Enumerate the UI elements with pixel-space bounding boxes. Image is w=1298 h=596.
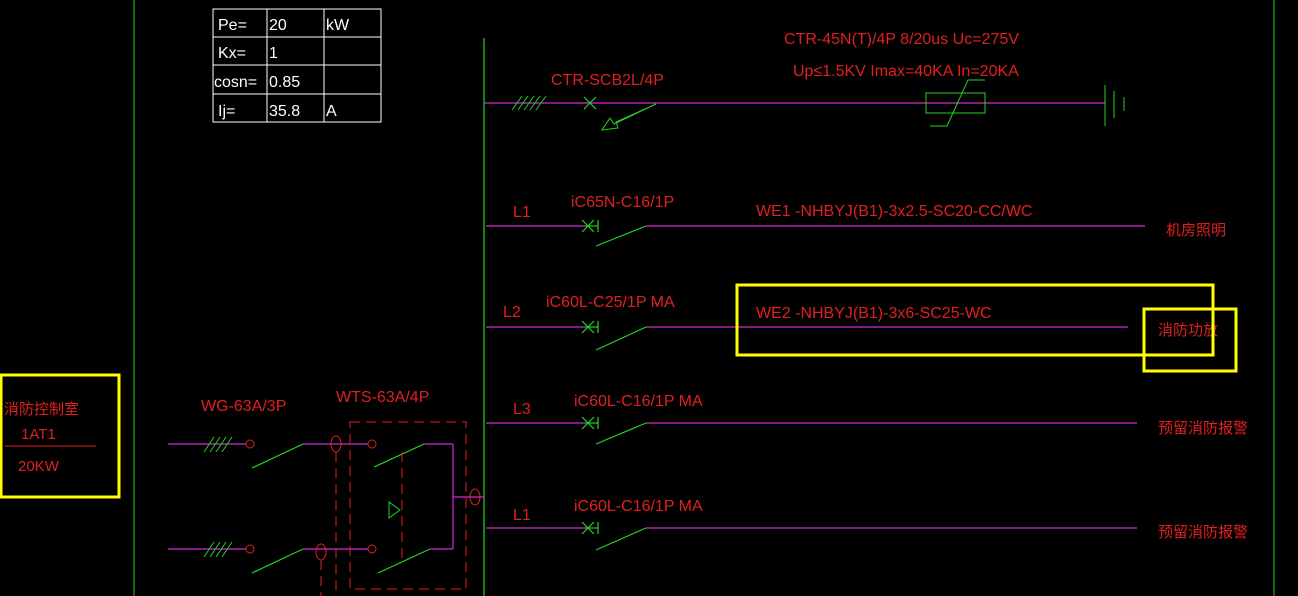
circuit-1-breaker: iC65N-C16/1P bbox=[571, 194, 674, 211]
circuit-3-breaker: iC60L-C16/1P MA bbox=[574, 393, 703, 410]
table-value-pe: 20 bbox=[269, 17, 287, 34]
spd-model-line1: CTR-45N(T)/4P 8/20us Uc=275V bbox=[784, 31, 1019, 48]
spd-branch: CTR-45N(T)/4P 8/20us Uc=275V Up≤1.5KV Im… bbox=[484, 31, 1125, 131]
circuit-4-phase: L1 bbox=[513, 507, 531, 524]
table-unit-ij: A bbox=[326, 103, 337, 120]
table-label-kx: Kx= bbox=[218, 45, 246, 62]
table-unit-pe: kW bbox=[326, 17, 350, 34]
highlight-box-load bbox=[1142, 307, 1238, 373]
circuit-4-load: 预留消防报警 bbox=[1158, 524, 1248, 541]
table-value-kx: 1 bbox=[269, 45, 278, 62]
spd-model-line2: Up≤1.5KV Imax=40KA In=20KA bbox=[793, 63, 1019, 80]
circuit-1-phase: L1 bbox=[513, 204, 531, 221]
circuit-2-breaker: iC60L-C25/1P MA bbox=[546, 294, 675, 311]
circuit-3: L3 iC60L-C16/1P MA 预留消防报警 bbox=[486, 393, 1248, 445]
circuit-1-cable: WE1 -NHBYJ(B1)-3x2.5-SC20-CC/WC bbox=[756, 203, 1032, 220]
ats-label: WTS-63A/4P bbox=[336, 389, 429, 406]
load-table: Pe= 20 kW Kx= 1 cosn= 0.85 Ij= 35.8 A bbox=[212, 8, 382, 123]
circuit-4-breaker: iC60L-C16/1P MA bbox=[574, 498, 703, 515]
circuit-1-load: 机房照明 bbox=[1166, 222, 1226, 239]
spd-breaker-label: CTR-SCB2L/4P bbox=[551, 72, 664, 89]
circuit-2-load: 消防功放 bbox=[1158, 322, 1218, 339]
table-label-ij: Ij= bbox=[218, 103, 235, 120]
circuit-2-cable: WE2 -NHBYJ(B1)-3x6-SC25-WC bbox=[756, 305, 992, 322]
table-label-cos: cosn= bbox=[214, 74, 257, 91]
panel-id: 1AT1 bbox=[21, 426, 56, 443]
incoming-breaker-label: WG-63A/3P bbox=[201, 398, 286, 415]
circuit-3-load: 预留消防报警 bbox=[1158, 420, 1248, 437]
table-value-ij: 35.8 bbox=[269, 103, 300, 120]
panel-room: 消防控制室 bbox=[4, 401, 79, 418]
circuit-we1: L1 iC65N-C16/1P WE1 -NHBYJ(B1)-3x2.5-SC2… bbox=[486, 194, 1226, 247]
highlight-box-cable bbox=[735, 283, 1215, 357]
circuit-3-phase: L3 bbox=[513, 401, 531, 418]
circuit-2-phase: L2 bbox=[503, 304, 521, 321]
table-label-pe: Pe= bbox=[218, 17, 247, 34]
incoming-section: WG-63A/3P WTS-63A/4P bbox=[168, 389, 484, 596]
circuit-we2: L2 iC60L-C25/1P MA WE2 -NHBYJ(B1)-3x6-SC… bbox=[486, 283, 1238, 373]
table-value-cos: 0.85 bbox=[269, 74, 300, 91]
circuit-4: L1 iC60L-C16/1P MA 预留消防报警 bbox=[486, 498, 1248, 551]
panel-power: 20KW bbox=[18, 458, 60, 475]
panel-info: 消防控制室 1AT1 20KW bbox=[0, 373, 121, 499]
highlight-box-panel bbox=[0, 373, 121, 499]
